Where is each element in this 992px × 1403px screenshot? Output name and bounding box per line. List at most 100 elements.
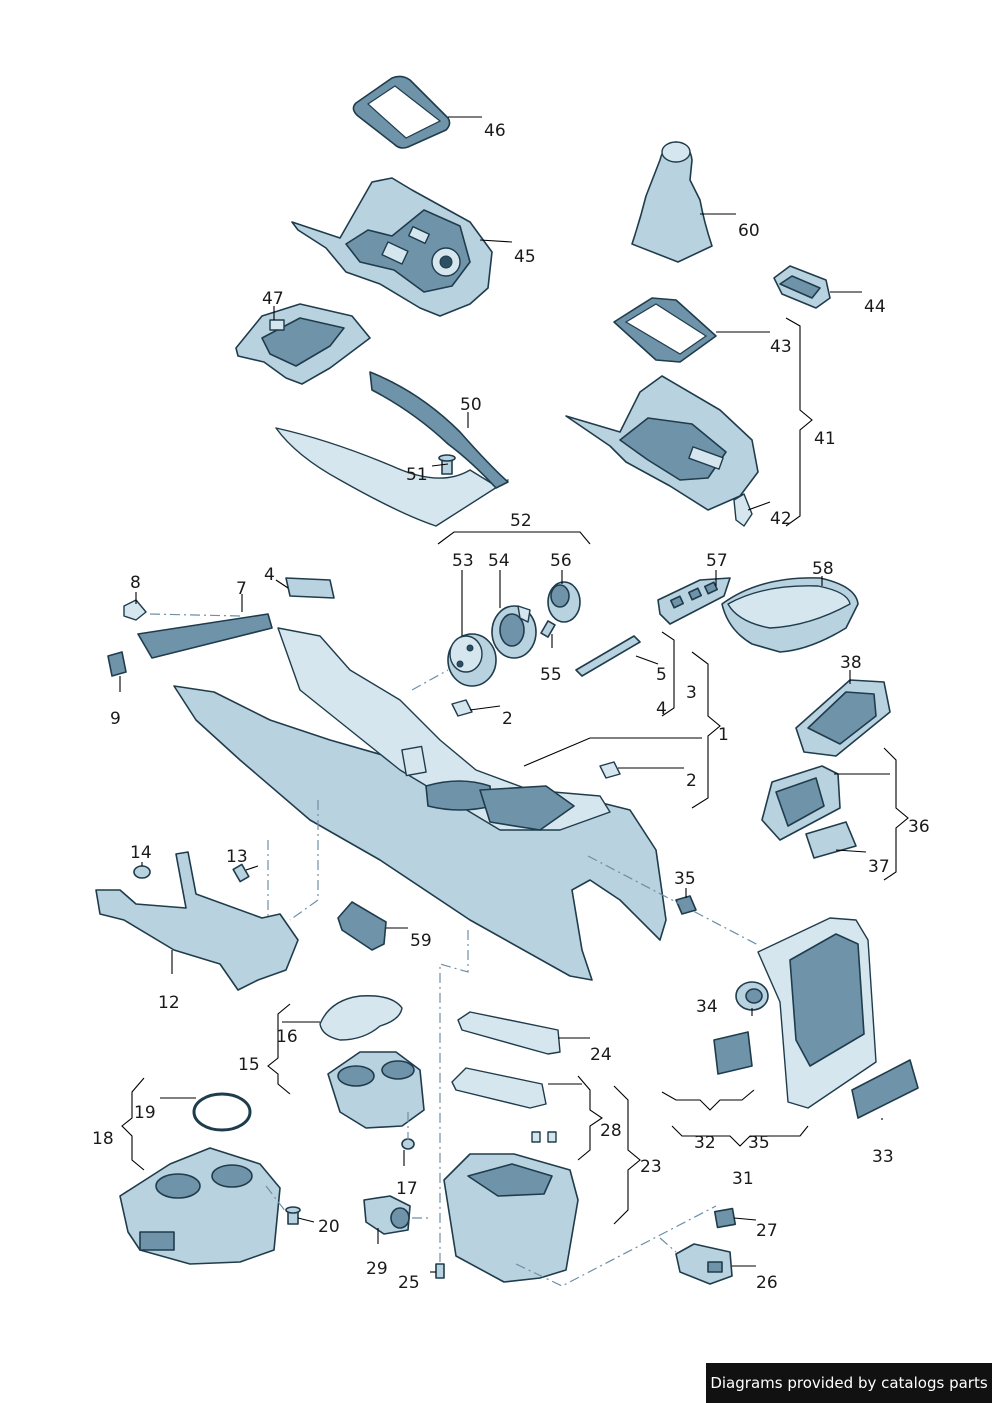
part-35-rear-panel bbox=[757, 917, 877, 1109]
part-28-bracket bbox=[451, 1067, 557, 1143]
part-45-gear-surround bbox=[291, 177, 493, 317]
callout-42: 42 bbox=[770, 509, 792, 529]
part-42-clip bbox=[733, 493, 753, 527]
callout-52: 52 bbox=[510, 511, 532, 531]
callout-55: 55 bbox=[540, 665, 562, 685]
part-9-bracket bbox=[107, 651, 127, 677]
part-13-bolt bbox=[232, 863, 250, 883]
part-51-screw bbox=[438, 454, 456, 475]
part-27-cap bbox=[713, 1207, 737, 1229]
part-32-cover bbox=[713, 1031, 753, 1075]
part-12-mounting-frame bbox=[95, 851, 299, 991]
callout-7: 7 bbox=[236, 579, 247, 599]
callout-58: 58 bbox=[812, 559, 834, 579]
callout-8: 8 bbox=[130, 573, 141, 593]
callout-17: 17 bbox=[396, 1179, 418, 1199]
callout-54: 54 bbox=[488, 551, 510, 571]
callout-32: 32 bbox=[694, 1133, 716, 1153]
callout-14: 14 bbox=[130, 843, 152, 863]
callout-50: 50 bbox=[460, 395, 482, 415]
part-57-switch-panel bbox=[657, 577, 731, 625]
callout-29: 29 bbox=[366, 1259, 388, 1279]
callout-57: 57 bbox=[706, 551, 728, 571]
part-26-usb-socket bbox=[675, 1243, 733, 1285]
callout-1: 1 bbox=[718, 725, 729, 745]
part-55-screw bbox=[540, 620, 556, 638]
callout-37: 37 bbox=[868, 857, 890, 877]
callout-4: 4 bbox=[264, 565, 275, 585]
part-4-cover-piece bbox=[285, 577, 335, 599]
part-29-power-socket bbox=[363, 1195, 411, 1235]
part-25-screw bbox=[435, 1263, 445, 1279]
part-35-clip bbox=[675, 895, 697, 915]
callout-59: 59 bbox=[410, 931, 432, 951]
assembly-lines bbox=[149, 613, 761, 1287]
callout-2a: 2 bbox=[502, 709, 513, 729]
part-46-trim-frame bbox=[352, 75, 451, 149]
part-17-nut bbox=[401, 1138, 415, 1150]
part-1-center-console bbox=[173, 627, 667, 981]
part-60-gear-boot bbox=[631, 141, 713, 263]
callout-9: 9 bbox=[110, 709, 121, 729]
callout-26: 26 bbox=[756, 1273, 778, 1293]
callout-31: 31 bbox=[732, 1169, 754, 1189]
callout-41: 41 bbox=[814, 429, 836, 449]
part-37-insert bbox=[805, 821, 857, 859]
part-47-storage-tray bbox=[235, 303, 371, 385]
part-33-cover-plate bbox=[851, 1059, 919, 1119]
callout-53: 53 bbox=[452, 551, 474, 571]
part-54-controller bbox=[491, 605, 537, 659]
callout-45: 45 bbox=[514, 247, 536, 267]
part-34-knob bbox=[735, 981, 769, 1011]
callout-18: 18 bbox=[92, 1129, 114, 1149]
callout-25: 25 bbox=[398, 1273, 420, 1293]
part-15-cup-holder bbox=[327, 1051, 425, 1129]
callout-labels: 46 45 47 50 51 60 44 43 41 42 52 53 54 5… bbox=[92, 121, 930, 1293]
part-43-frame bbox=[613, 297, 717, 363]
callout-35b: 35 bbox=[748, 1133, 770, 1153]
part-19-seal-ring bbox=[192, 1092, 252, 1132]
part-53-knob bbox=[447, 633, 497, 687]
callout-19: 19 bbox=[134, 1103, 156, 1123]
callout-51: 51 bbox=[406, 465, 428, 485]
callout-5: 5 bbox=[656, 665, 667, 685]
callout-24: 24 bbox=[590, 1045, 612, 1065]
part-50-trim-strip bbox=[275, 371, 509, 527]
callout-38: 38 bbox=[840, 653, 862, 673]
part-38-rear-vent bbox=[795, 679, 891, 757]
callout-20: 20 bbox=[318, 1217, 340, 1237]
part-2-clip bbox=[451, 699, 621, 779]
part-20-screw bbox=[285, 1206, 301, 1225]
callout-36: 36 bbox=[908, 817, 930, 837]
callout-27: 27 bbox=[756, 1221, 778, 1241]
callout-43: 43 bbox=[770, 337, 792, 357]
callout-2b: 2 bbox=[686, 771, 697, 791]
part-58-armrest-lid bbox=[721, 577, 859, 653]
part-7-trim-strip bbox=[137, 613, 273, 659]
callout-56: 56 bbox=[550, 551, 572, 571]
part-56-cap bbox=[547, 581, 581, 623]
callout-15: 15 bbox=[238, 1055, 260, 1075]
leader-lines bbox=[119, 116, 890, 1273]
callout-46: 46 bbox=[484, 121, 506, 141]
part-16-mat bbox=[319, 995, 403, 1041]
part-41-console-frame bbox=[565, 375, 759, 511]
part-5-trim-strip bbox=[575, 635, 641, 677]
callout-3: 3 bbox=[686, 683, 697, 703]
callout-13: 13 bbox=[226, 847, 248, 867]
callout-44: 44 bbox=[864, 297, 886, 317]
group-braces bbox=[121, 317, 909, 1225]
part-44-switch bbox=[773, 265, 831, 309]
callout-60: 60 bbox=[738, 221, 760, 241]
callout-33: 33 bbox=[872, 1147, 894, 1167]
callout-47: 47 bbox=[262, 289, 284, 309]
callout-28: 28 bbox=[600, 1121, 622, 1141]
part-24-bracket bbox=[457, 1011, 561, 1055]
callout-16: 16 bbox=[276, 1027, 298, 1047]
callout-35a: 35 bbox=[674, 869, 696, 889]
part-14-nut bbox=[133, 865, 151, 879]
callout-4b: 4 bbox=[656, 699, 667, 719]
part-23-storage-bin bbox=[443, 1153, 579, 1283]
part-59-rubber-pad bbox=[337, 901, 387, 951]
